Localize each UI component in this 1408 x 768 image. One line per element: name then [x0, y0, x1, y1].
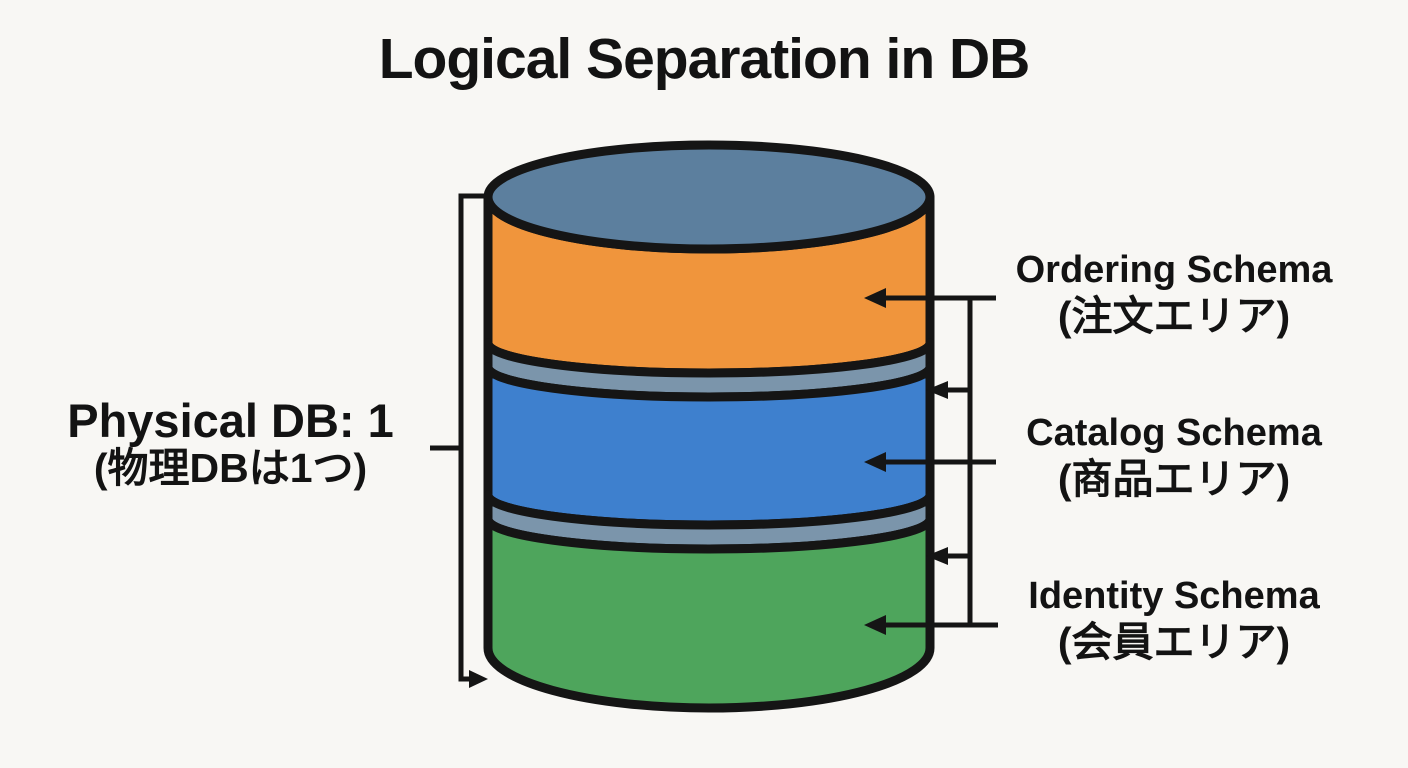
separator-2-arrow-head [926, 547, 948, 565]
ordering-arrow-head [864, 288, 886, 308]
catalog-schema-label: Catalog Schema (商品エリア) [985, 412, 1363, 503]
physical-db-bracket-arrow-head [469, 670, 488, 688]
catalog-arrow-head [864, 452, 886, 472]
physical-db-label-en: Physical DB: 1 [67, 394, 394, 447]
catalog-schema-label-ja: (商品エリア) [1057, 455, 1291, 502]
physical-db-bracket [458, 193, 486, 682]
ordering-schema-label: Ordering Schema (注文エリア) [985, 249, 1363, 340]
identity-schema-label-ja: (会員エリア) [1057, 618, 1291, 665]
physical-db-label: Physical DB: 1 (物理DBは1つ) [28, 396, 433, 492]
db-top-face [483, 140, 935, 254]
ordering-schema-label-ja: (注文エリア) [1057, 292, 1291, 339]
identity-arrow-head [864, 615, 886, 635]
identity-schema-label-en: Identity Schema [1028, 575, 1320, 617]
catalog-schema-label-en: Catalog Schema [1026, 412, 1322, 454]
page-title: Logical Separation in DB [378, 27, 1031, 91]
ordering-schema-label-en: Ordering Schema [1015, 249, 1333, 291]
db-segment-identity [483, 514, 935, 713]
physical-db-label-ja: (物理DBは1つ) [93, 445, 368, 492]
separator-1-arrow-head [926, 381, 948, 399]
identity-schema-label: Identity Schema (会員エリア) [985, 575, 1363, 666]
